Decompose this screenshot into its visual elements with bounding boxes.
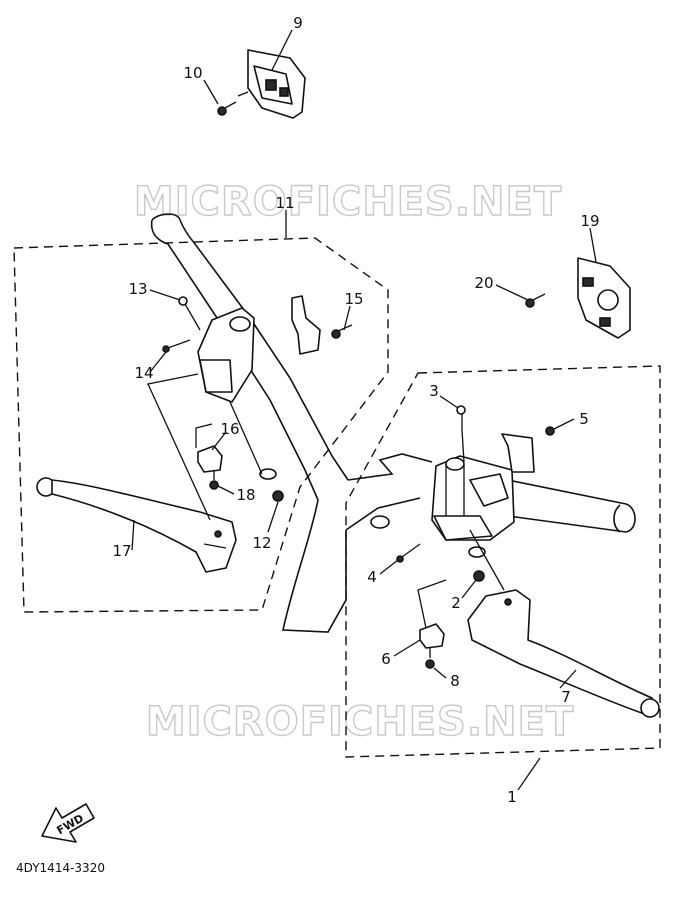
- switch-16: [197, 445, 223, 473]
- callout-17: 17: [112, 542, 131, 560]
- callout-19: 19: [580, 212, 599, 230]
- switch-housing-upper: [237, 49, 306, 119]
- lever-17: [36, 477, 237, 573]
- callout-12: 12: [252, 534, 271, 552]
- callout-15: 15: [344, 290, 363, 308]
- leader-lines: [131, 29, 597, 791]
- bracket-right: [501, 426, 555, 473]
- callout-6: 6: [381, 650, 391, 668]
- callout-20: 20: [474, 274, 493, 292]
- callout-1: 1: [507, 788, 517, 806]
- screw-8: [425, 648, 435, 669]
- callout-11: 11: [275, 194, 294, 212]
- bolt-3: [456, 405, 466, 430]
- callout-14: 14: [134, 364, 153, 382]
- callout-5: 5: [579, 410, 589, 428]
- nut-2: [473, 570, 485, 582]
- handlebar: [150, 213, 636, 633]
- callout-18: 18: [236, 486, 255, 504]
- switch-6: [419, 623, 445, 649]
- callout-8: 8: [450, 672, 460, 690]
- watermark-top: MICROFICHES.NET: [134, 179, 562, 225]
- diagram-code: 4DY1414-3320: [16, 861, 105, 875]
- callout-9: 9: [293, 14, 303, 32]
- watermark-bottom: MICROFICHES.NET: [146, 699, 574, 745]
- callout-10: 10: [183, 64, 202, 82]
- bolt-4: [396, 543, 421, 563]
- switch-housing-lower: [577, 257, 631, 339]
- group-box-left: [13, 237, 389, 613]
- callout-2: 2: [451, 594, 461, 612]
- callout-13: 13: [128, 280, 147, 298]
- screw-20: [525, 293, 546, 308]
- bracket-left: [291, 295, 321, 355]
- callout-16: 16: [220, 420, 239, 438]
- washer-left: [259, 468, 277, 480]
- screw-10: [217, 101, 237, 116]
- lever-7: [467, 589, 660, 718]
- callout-labels: 1 2 3 4 5 6 7 8 9 10 11 12 13 14 15 16 1…: [112, 14, 599, 806]
- callout-7: 7: [561, 688, 571, 706]
- callout-3: 3: [429, 382, 439, 400]
- screw-15: [331, 324, 353, 339]
- bolt-13: [178, 296, 201, 331]
- group-box-right: [345, 365, 661, 758]
- screw-18: [209, 470, 219, 490]
- lever-holder-left: [197, 307, 255, 403]
- bolt-14: [162, 339, 191, 353]
- callout-4: 4: [367, 568, 377, 586]
- fwd-arrow-icon: FWD: [41, 803, 95, 843]
- nut-12: [272, 490, 284, 502]
- lever-holder-right: [370, 455, 515, 541]
